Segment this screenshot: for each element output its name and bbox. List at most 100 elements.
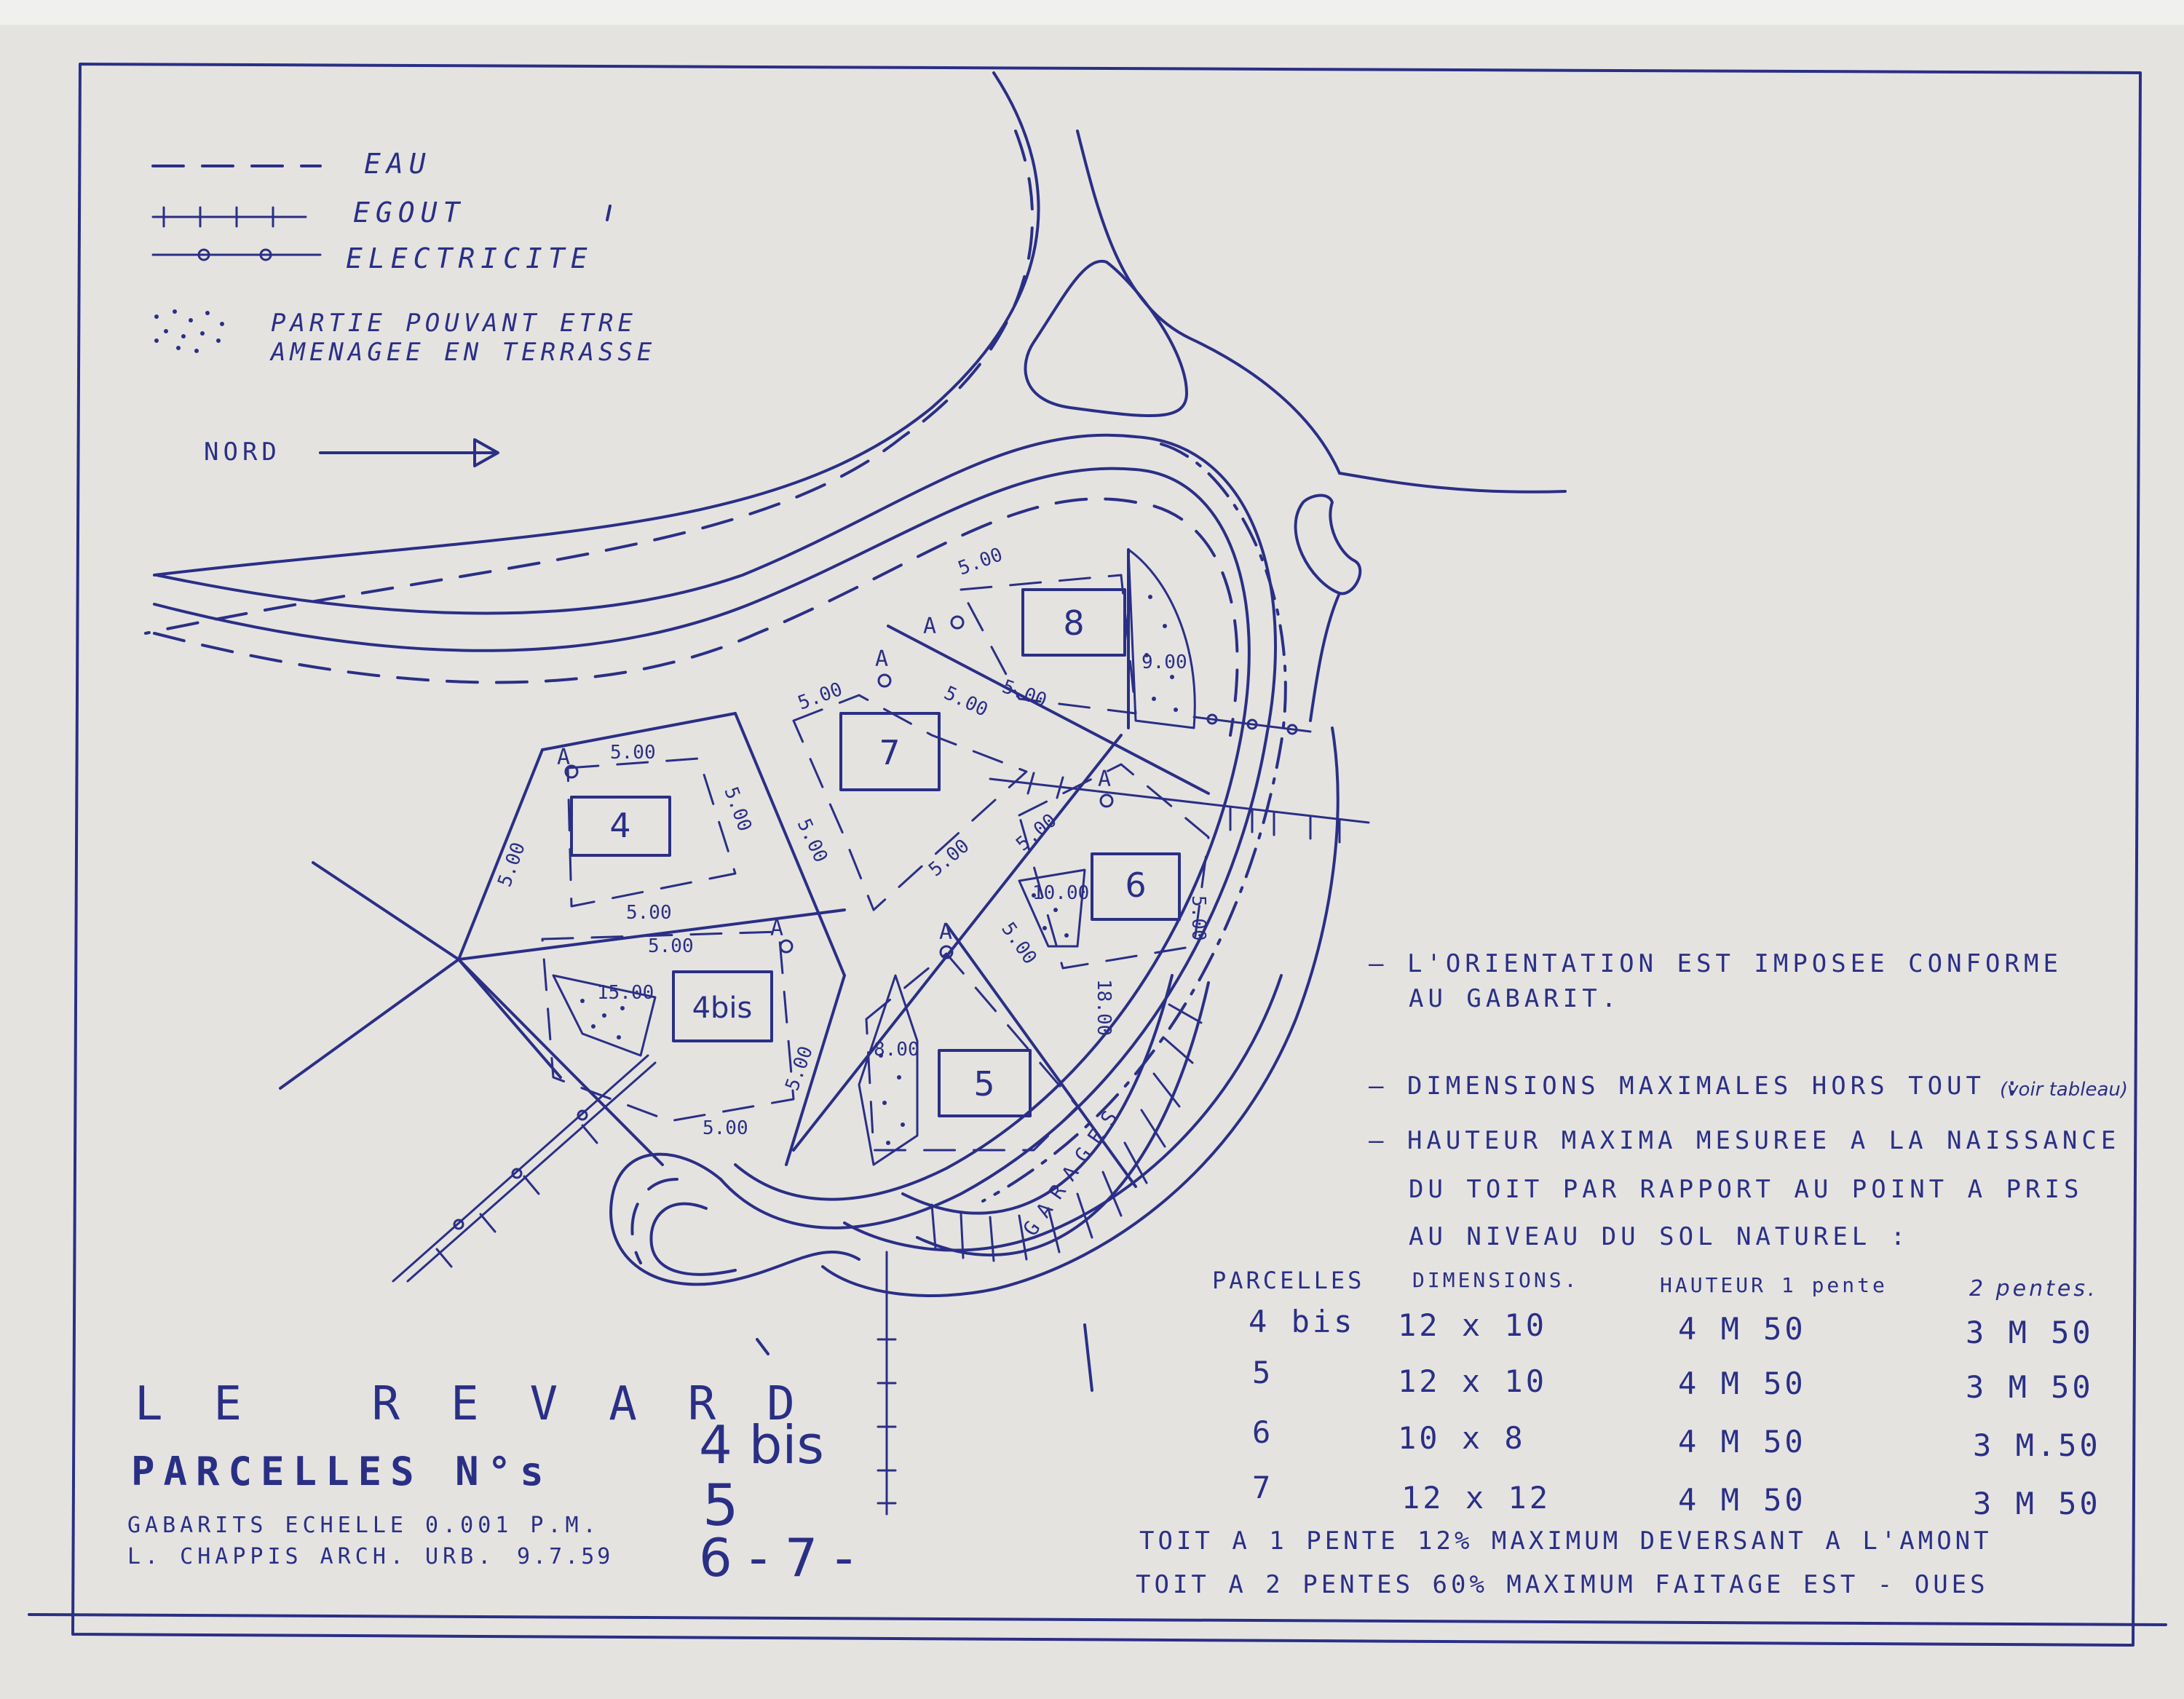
- roof-note-1: TOIT A 1 PENTE 12% MAXIMUM DEVERSANT A L…: [1139, 1526, 1993, 1556]
- road-edge-inner: [153, 467, 1251, 1201]
- point-a-icon: [877, 673, 892, 688]
- legend-electric-line: [151, 248, 322, 261]
- dim-label: 5.00: [610, 742, 656, 764]
- table-cell: 5: [1252, 1355, 1273, 1390]
- dim-label: 5.00: [997, 919, 1040, 969]
- traffic-island: [1294, 494, 1362, 595]
- dim-label: 5.00: [1187, 895, 1209, 941]
- table-header-cell: DIMENSIONS.: [1412, 1268, 1579, 1292]
- road-edge: [153, 71, 1040, 577]
- plot-label-4: 4: [609, 806, 630, 845]
- bottom-rule: [28, 1613, 2167, 1626]
- road-edge: [1076, 130, 1341, 475]
- parcel-line: [785, 974, 846, 1166]
- garages-outline: [901, 974, 1174, 1215]
- dim-label: 5.00: [1012, 809, 1061, 855]
- radial-line: [312, 861, 460, 961]
- note-line: — HAUTEUR MAXIMA MESUREE A LA NAISSANCE: [1369, 1126, 2120, 1155]
- road-tick: [1083, 1323, 1093, 1392]
- note-line: DU TOIT PAR RAPPORT AU POINT A PRIS: [1409, 1175, 2083, 1204]
- point-a-icon: [779, 939, 794, 954]
- dimensions-table: PARCELLES DIMENSIONS. HAUTEUR 1 pente 2 …: [1212, 1267, 2101, 1521]
- setback-7: [792, 694, 1028, 911]
- table-cell: 3 M 50: [1966, 1315, 2094, 1350]
- table-cell: 4 M 50: [1678, 1311, 1806, 1347]
- electric-line: [392, 713, 1312, 1283]
- road-edge-lower: [821, 726, 1340, 1297]
- legend-terrace-dots: [154, 309, 224, 353]
- table-header-cell: PARCELLES: [1212, 1267, 1364, 1294]
- legend: [151, 165, 612, 353]
- radial-line: [457, 958, 664, 1166]
- point-a-label: A: [770, 916, 783, 941]
- table-cell: 4 M 50: [1678, 1366, 1806, 1401]
- parcel-line: [887, 625, 1210, 795]
- title-number-6-7: 6 - 7 -: [699, 1527, 853, 1588]
- title-author: L. CHAPPIS ARCH. URB.: [127, 1544, 495, 1569]
- parcel-line: [541, 712, 737, 751]
- dim-label: 5.00: [793, 815, 832, 866]
- building-6: [1091, 852, 1181, 921]
- terrace-area-5: [858, 974, 919, 1166]
- table-row: 5 12 x 10 4 M 50 3 M 50: [1252, 1355, 2091, 1405]
- garages-row: [901, 974, 1210, 1262]
- plot-label-4bis: 4bis: [692, 991, 753, 1025]
- road-loop-inner: [649, 1202, 737, 1276]
- title-parcelles: PARCELLES N°s: [131, 1449, 553, 1494]
- road-tick: [756, 1338, 769, 1355]
- scan-top-edge: [0, 0, 2184, 25]
- parcel-line: [792, 734, 1123, 1152]
- title-le-revard: LE REVARD: [135, 1377, 846, 1431]
- reference-points: [564, 615, 1114, 959]
- north-label: NORD: [204, 437, 281, 467]
- dim-label: 5.00: [941, 682, 991, 721]
- note-line: AU GABARIT.: [1409, 984, 1621, 1013]
- table-row: 4 bis 12 x 10 4 M 50 3 M 50: [1249, 1304, 2094, 1350]
- buildings: [570, 588, 1181, 1117]
- table-cell: 4 M 50: [1678, 1482, 1806, 1518]
- notes: — L'ORIENTATION EST IMPOSEE CONFORME AU …: [1369, 949, 2128, 1251]
- road-edge-outer: [155, 433, 1277, 1229]
- dimension-labels: 5.00 5.00 5.00 5.00 5.00 5.00 5.00 5.00 …: [494, 544, 1209, 1139]
- parcel-line: [945, 923, 1137, 1188]
- frame-border: [71, 63, 2142, 1647]
- parcel-boundaries: [279, 548, 1210, 1188]
- legend-labels: EAU EGOUT ELECTRICITE PARTIE POUVANT ETR…: [204, 148, 652, 467]
- dim-label-18: 18.00: [1093, 979, 1115, 1036]
- point-a-icon: [564, 764, 579, 779]
- dim-label: 5.00: [703, 1117, 748, 1139]
- table-cell: 3 M.50: [1973, 1427, 2101, 1463]
- title-gabarits: GABARITS ECHELLE 0.001 P.M.: [127, 1513, 601, 1538]
- garages-outline: [916, 981, 1210, 1256]
- dim-label: 5.00: [626, 902, 672, 924]
- terrace-area-6: [1018, 868, 1086, 948]
- table-header: PARCELLES DIMENSIONS. HAUTEUR 1 pente 2 …: [1212, 1267, 2095, 1302]
- dim-label: 5.00: [719, 784, 756, 834]
- title-number-4bis: 4 bis: [699, 1414, 824, 1476]
- table-cell: 4 M 50: [1678, 1424, 1806, 1460]
- legend-water-label: EAU: [364, 148, 432, 180]
- table-row: 6 10 x 8 4 M 50 3 M.50: [1252, 1414, 2101, 1463]
- legend-sewer-line: [151, 206, 307, 228]
- setback-4: [566, 757, 737, 908]
- point-a-icon: [950, 615, 965, 630]
- road-edge: [1309, 592, 1341, 722]
- sewer-line: [406, 772, 1370, 1516]
- road-edge: [1338, 472, 1567, 494]
- water-main-road: [144, 130, 1034, 635]
- parcel-line: [734, 712, 846, 977]
- north-arrow-icon: [319, 438, 499, 467]
- point-a-label: A: [1098, 767, 1111, 792]
- traffic-island: [1024, 259, 1188, 417]
- title-block: LE REVARD PARCELLES N°s GABARITS ECHELLE…: [127, 1377, 853, 1588]
- point-a-labels: A A A A A A: [557, 614, 1111, 945]
- note-line: — L'ORIENTATION EST IMPOSEE CONFORME: [1369, 949, 2062, 978]
- point-a-label: A: [875, 646, 888, 672]
- building-8: [1021, 588, 1126, 657]
- table-header-cell: HAUTEUR 1 pente: [1660, 1273, 1888, 1297]
- setback-4bis: [541, 930, 795, 1122]
- plot-numbers: 4 4bis 5 6 7 8: [609, 603, 1146, 1104]
- plot-label-8: 8: [1063, 603, 1084, 643]
